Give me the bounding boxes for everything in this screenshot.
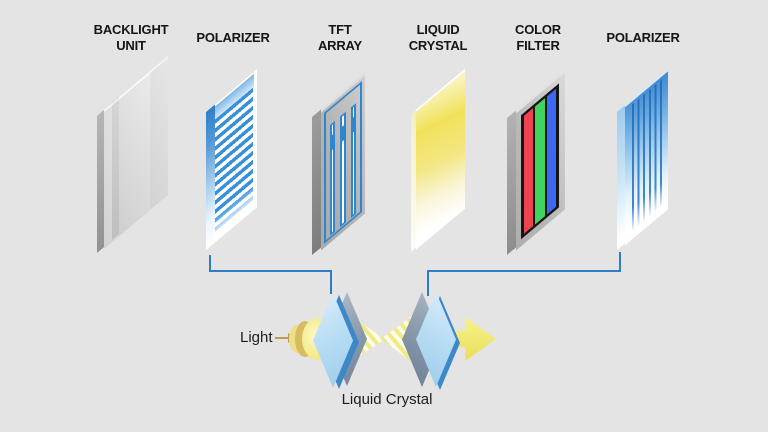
panel-face: [516, 69, 565, 251]
polarizer-right-panel: [617, 69, 668, 250]
tft-column: [340, 111, 346, 228]
connector-left-horizontal: [209, 270, 332, 272]
connector-left-down: [330, 270, 332, 294]
liquid-crystal-caption: Liquid Crystal: [341, 391, 433, 408]
label-polarizer-left: POLARIZER: [163, 20, 303, 56]
red-stripe: [524, 107, 534, 234]
label-liquid-crystal: LIQUID CRYSTAL: [368, 20, 508, 56]
pane-edge: [97, 110, 104, 253]
label-backlight-unit: BACKLIGHT UNIT: [61, 20, 201, 56]
panel-edge: [507, 110, 516, 255]
label-line: TFT: [328, 22, 352, 37]
tft-column: [350, 103, 356, 219]
label-line: LIQUID: [416, 22, 460, 37]
label-line: COLOR: [515, 22, 561, 37]
label-line: POLARIZER: [196, 30, 270, 45]
label-line: BACKLIGHT: [93, 22, 169, 37]
panel-face: [321, 72, 365, 251]
panel-edge: [617, 105, 625, 250]
panel-edge: [312, 109, 321, 255]
connector-right-horizontal: [427, 270, 621, 272]
panel-face: [215, 69, 257, 243]
green-stripe: [535, 98, 545, 225]
label-tft-array: TFT ARRAY: [270, 20, 410, 56]
label-line: ARRAY: [317, 38, 363, 53]
panel-edge: [206, 104, 215, 250]
tft-array-panel: [312, 72, 365, 255]
label-polarizer-right: POLARIZER: [573, 20, 713, 56]
light-label: Light: [240, 329, 273, 346]
label-line: UNIT: [116, 38, 146, 53]
liquid-crystal-panel: [411, 68, 465, 252]
connector-left-drop: [209, 255, 211, 272]
panel-face: [416, 68, 465, 250]
label-line: FILTER: [516, 38, 560, 53]
connector-right-down: [427, 270, 429, 296]
pane-face: [104, 71, 150, 250]
tft-columns: [330, 103, 356, 236]
color-filter-panel: [507, 69, 565, 255]
blue-stripe: [546, 88, 556, 215]
tft-column: [330, 120, 336, 236]
backlight-pane-front: [97, 71, 150, 253]
label-color-filter: COLOR FILTER: [468, 20, 608, 56]
panel-face: [625, 69, 668, 246]
label-line: CRYSTAL: [408, 38, 468, 53]
connector-right-drop: [619, 252, 621, 272]
light-arrow-icon: [275, 337, 289, 339]
polarizer-left-panel: [206, 69, 257, 250]
rgb-stripe-group: [521, 83, 559, 240]
label-line: POLARIZER: [606, 30, 680, 45]
